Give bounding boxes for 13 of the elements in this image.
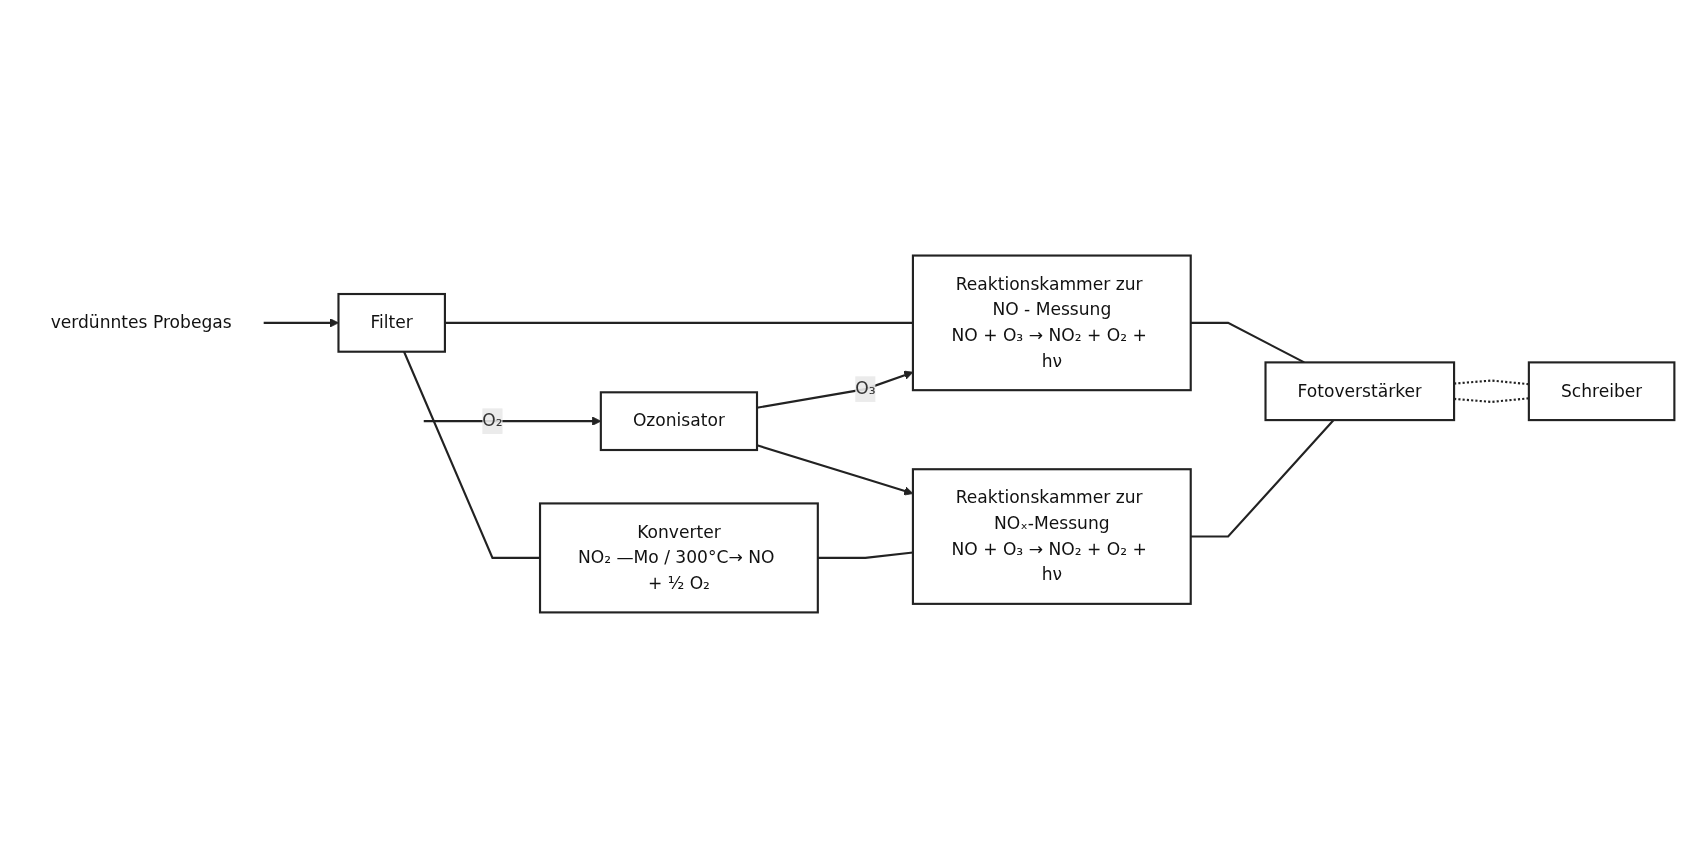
node-box: Konverter NO₂ —Mo / 300°C→ NO + ½ O₂ [538,502,819,614]
node-box: Reaktionskammer zur NO - Messung NO + O₃ → NO₂ + O₂ + hν [911,254,1192,392]
node-box: Fotoverstärker [1264,361,1456,422]
edge-label: O₃ [855,378,876,399]
connector [444,321,913,324]
arrow [263,318,339,328]
node-box: Ozonisator [599,391,759,452]
node-box: Filter [337,292,446,353]
node-text: verdünntes Probegas [50,312,232,333]
edge-label: O₂ [482,410,503,431]
connector [403,351,541,559]
node-box: Reaktionskammer zur NOₓ-Messung NO + O₃ → NO₂ + O₂ + hν [911,468,1192,605]
node-box: Schreiber [1527,361,1676,422]
